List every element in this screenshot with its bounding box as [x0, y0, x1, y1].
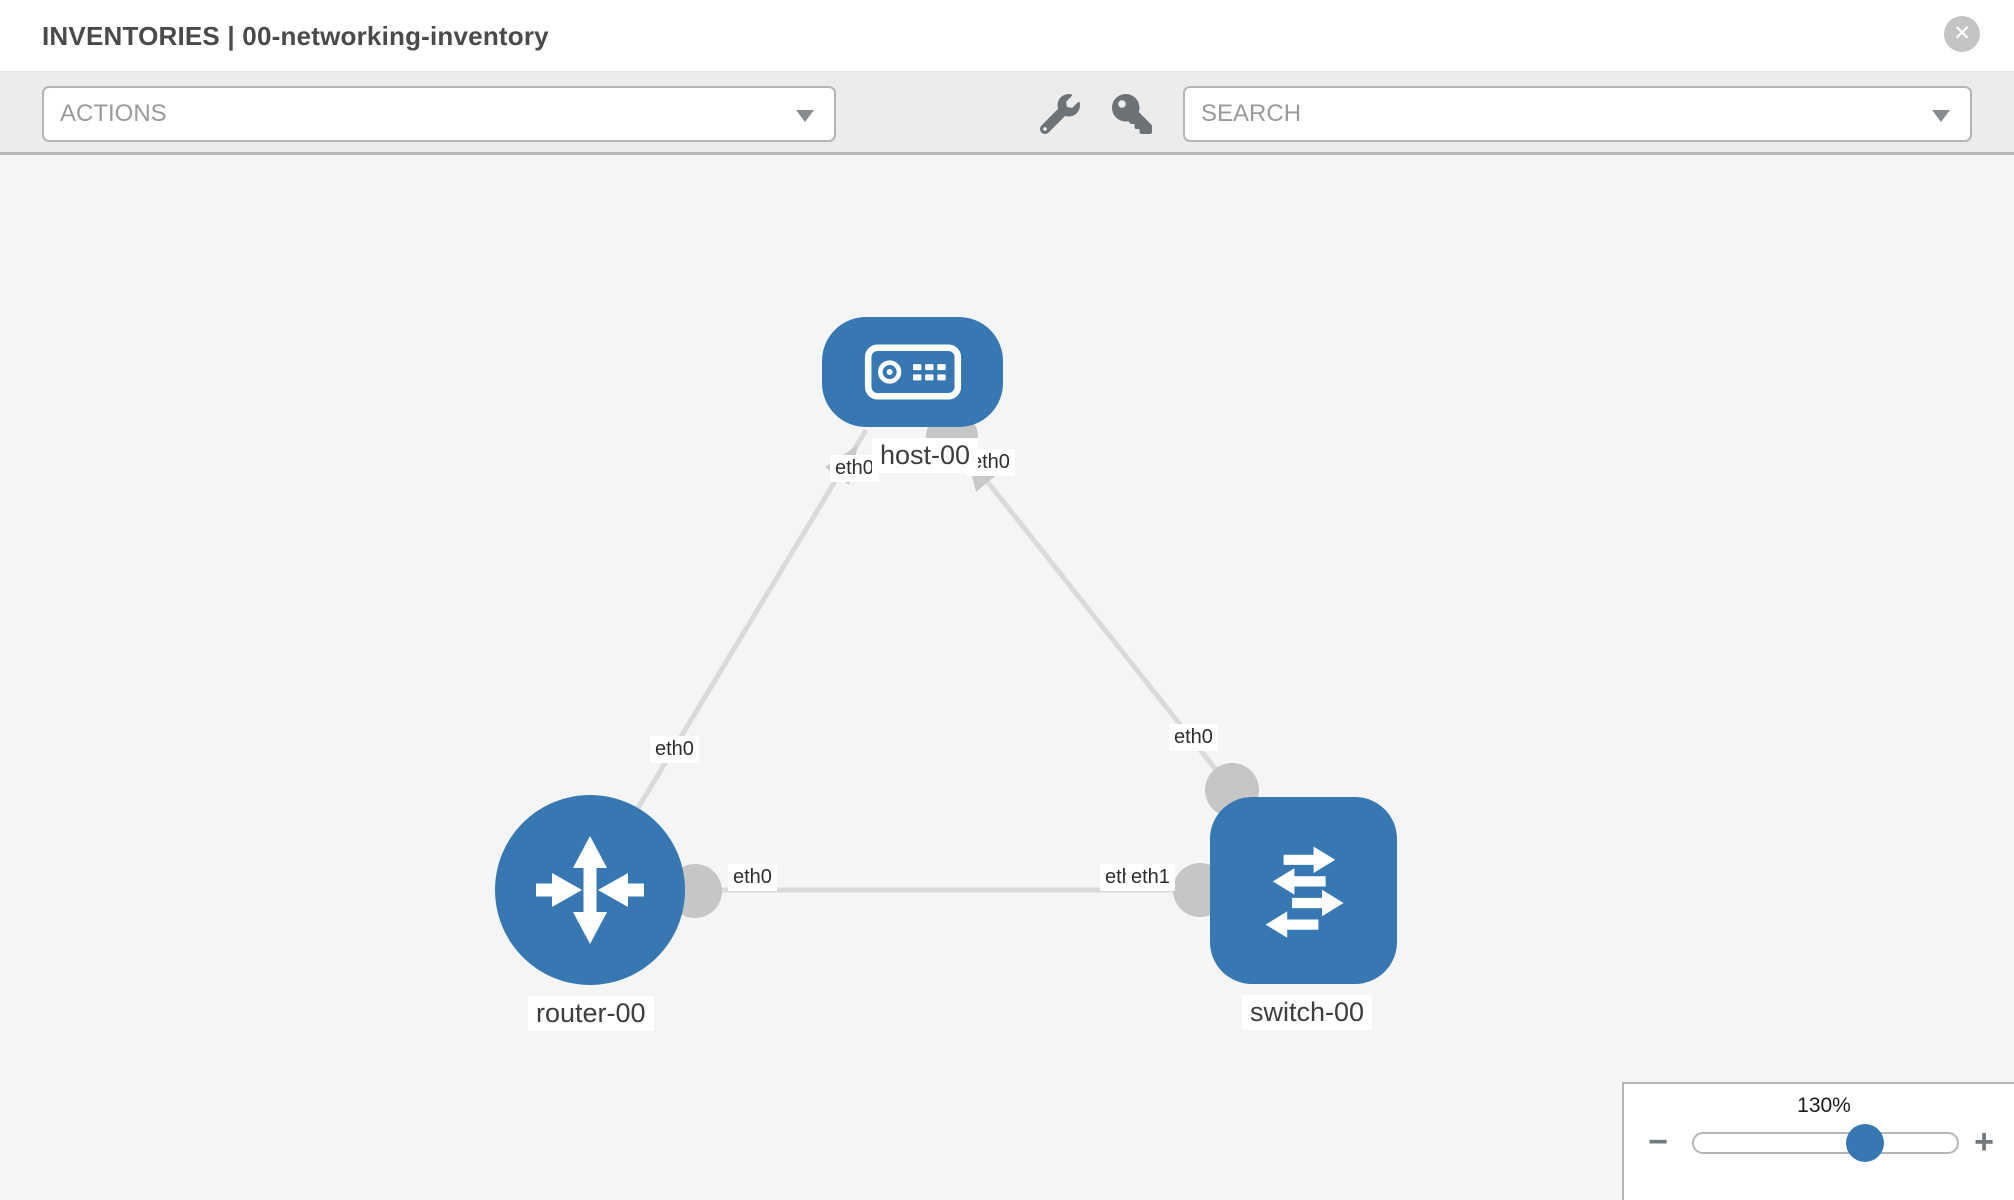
interface-label: eth1	[1126, 864, 1175, 891]
zoom-in-button[interactable]: +	[1974, 1123, 1994, 1161]
toolbar: ACTIONS SEARCH	[0, 72, 2014, 155]
node-label-router: router-00	[528, 996, 654, 1031]
node-router-00[interactable]	[495, 795, 685, 985]
search-dropdown[interactable]: SEARCH	[1183, 86, 1972, 142]
node-switch-00[interactable]	[1210, 797, 1397, 984]
topology-canvas[interactable]: eth0 eth0 eth0 eth0 eth0 eth0 eth1 host-…	[0, 155, 2014, 1200]
switch-icon	[1265, 846, 1344, 938]
key-icon[interactable]	[1112, 94, 1152, 134]
close-icon: ✕	[1953, 22, 1971, 45]
modal-header: INVENTORIES | 00-networking-inventory ✕	[0, 0, 2014, 72]
host-icon	[864, 344, 961, 400]
zoom-value: 130%	[1797, 1094, 1851, 1117]
zoom-slider-thumb[interactable]	[1846, 1124, 1884, 1162]
actions-dropdown[interactable]: ACTIONS	[42, 86, 836, 142]
node-label-switch: switch-00	[1242, 995, 1373, 1030]
zoom-slider-track[interactable]	[1692, 1132, 1959, 1154]
interface-label: eth0	[728, 864, 777, 891]
node-host-00[interactable]	[822, 317, 1003, 427]
zoom-panel: 130% − +	[1622, 1082, 2014, 1200]
interface-label: eth0	[1169, 724, 1218, 751]
topology-edges	[635, 411, 1259, 918]
close-button[interactable]: ✕	[1944, 16, 1980, 52]
interface-label: eth0	[830, 455, 879, 482]
node-label-host: host-00	[872, 438, 979, 473]
wrench-icon[interactable]	[1040, 94, 1080, 134]
chevron-down-icon	[796, 110, 814, 122]
interface-label: eth0	[650, 736, 699, 763]
zoom-out-button[interactable]: −	[1648, 1123, 1668, 1161]
actions-dropdown-label: ACTIONS	[60, 100, 167, 127]
search-dropdown-label: SEARCH	[1201, 100, 1302, 127]
page-title: INVENTORIES | 00-networking-inventory	[42, 21, 549, 51]
chevron-down-icon	[1932, 110, 1950, 122]
router-icon	[536, 836, 644, 944]
